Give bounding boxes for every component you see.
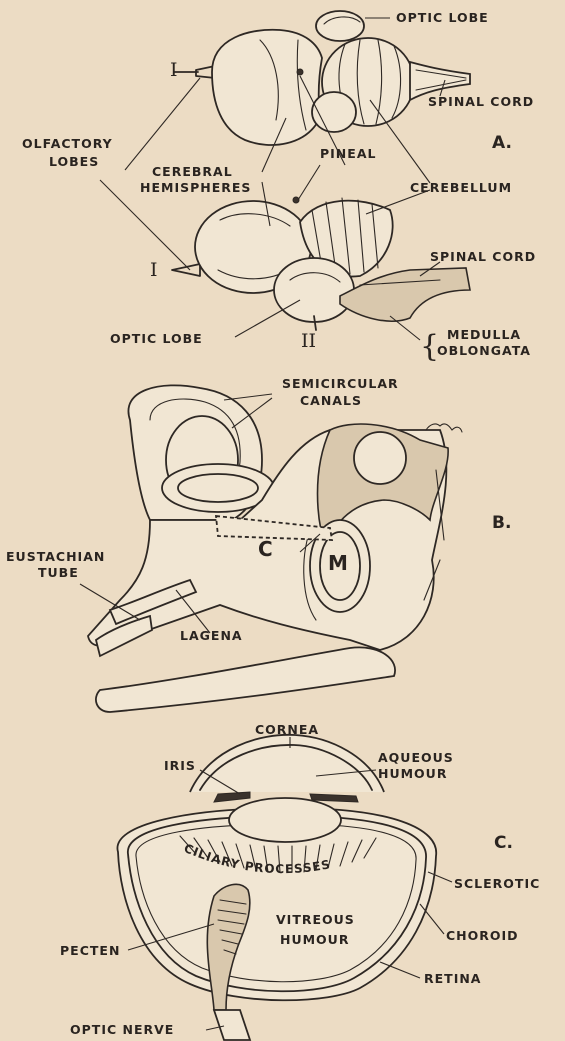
- vitreous-humour-label-2: HUMOUR: [280, 932, 349, 947]
- numeral-ii: II: [301, 330, 316, 352]
- brain-dorsal-view: [174, 11, 470, 145]
- semicircular-canals-label-2: CANALS: [300, 393, 362, 408]
- iris-label: IRIS: [164, 758, 196, 773]
- panel-a-label: A.: [492, 133, 512, 153]
- spinal-cord-top-label: SPINAL CORD: [428, 94, 534, 109]
- brain-lateral-view: [172, 197, 470, 330]
- optic-lobe-side-label: OPTIC LOBE: [110, 331, 203, 346]
- cerebral-hemispheres-label-2: HEMISPHERES: [140, 180, 251, 195]
- spinal-cord-side-label: SPINAL CORD: [430, 249, 536, 264]
- numeral-i-top: I: [170, 59, 178, 81]
- eustachian-tube-label-2: TUBE: [38, 565, 79, 580]
- cerebellum-label: CEREBELLUM: [410, 180, 512, 195]
- retina-label: RETINA: [424, 971, 481, 986]
- brain-figure: OPTIC LOBE I SPINAL CORD OLFACTORY LOBES…: [22, 10, 536, 364]
- choroid-label: CHOROID: [446, 928, 519, 943]
- numeral-i-side: I: [150, 259, 158, 281]
- aqueous-humour-label-1: AQUEOUS: [378, 750, 454, 765]
- panel-c-label: C.: [494, 833, 513, 853]
- pineal-label: PINEAL: [320, 146, 376, 161]
- sclerotic-label: SCLEROTIC: [454, 876, 540, 891]
- c-letter: C: [258, 537, 273, 561]
- lagena-label: LAGENA: [180, 628, 243, 643]
- cerebral-hemispheres-label-1: CEREBRAL: [152, 164, 233, 179]
- semicircular-canals-label-1: SEMICIRCULAR: [282, 376, 399, 391]
- optic-lobe-top-label: OPTIC LOBE: [396, 10, 489, 25]
- vitreous-humour-label-1: VITREOUS: [276, 912, 355, 927]
- olfactory-lobes-label-1: OLFACTORY: [22, 136, 113, 151]
- ear-figure: SEMICIRCULAR CANALS B. C M EUSTACHIAN TU…: [6, 376, 511, 712]
- optic-nerve-label: OPTIC NERVE: [70, 1022, 174, 1037]
- cornea-label: CORNEA: [255, 722, 319, 737]
- aqueous-humour-label-2: HUMOUR: [378, 766, 447, 781]
- eustachian-tube-label-1: EUSTACHIAN: [6, 549, 105, 564]
- olfactory-lobes-label-2: LOBES: [49, 154, 99, 169]
- eye-figure: CORNEA AQUEOUS HUMOUR IRIS C. CILIARY PR…: [60, 722, 540, 1040]
- medulla-label-1: MEDULLA: [447, 327, 521, 342]
- medulla-label-2: OBLONGATA: [437, 343, 531, 358]
- m-letter: M: [328, 551, 348, 575]
- pecten-label: PECTEN: [60, 943, 120, 958]
- panel-b-label: B.: [492, 513, 511, 533]
